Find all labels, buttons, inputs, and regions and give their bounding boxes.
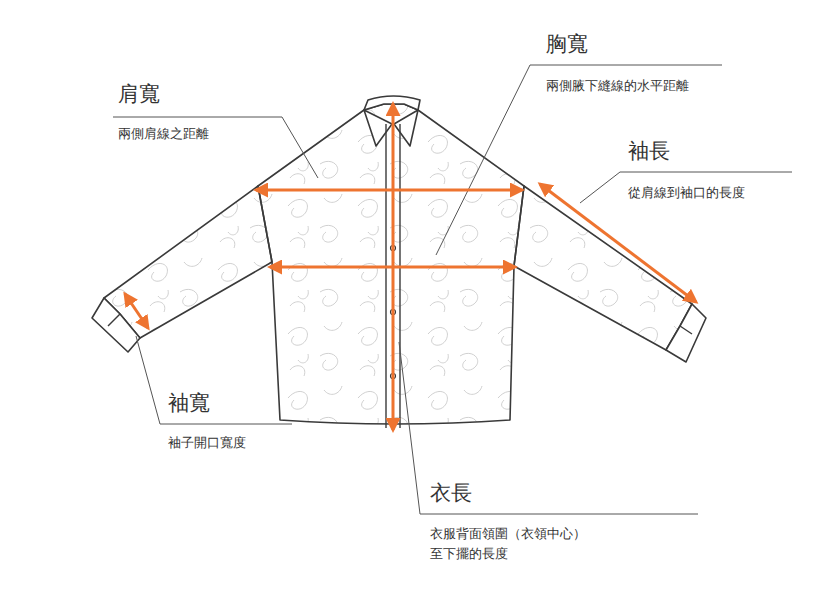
- measure-heading: 衣長: [430, 481, 472, 505]
- measure-description: 袖子開口寬度: [168, 433, 246, 453]
- measure-description: 兩側肩線之距離: [118, 124, 209, 144]
- measure-heading: 袖長: [628, 139, 670, 163]
- measure-description: 衣服背面領圍（衣領中心） 至下擺的長度: [430, 524, 602, 564]
- measure-heading: 胸寬: [546, 32, 588, 56]
- measure-heading: 肩寬: [118, 82, 160, 106]
- measure-heading: 袖寬: [168, 391, 210, 415]
- measure-description: 兩側腋下縫線的水平距離: [546, 76, 689, 96]
- measure-description: 從肩線到袖口的長度: [628, 183, 745, 203]
